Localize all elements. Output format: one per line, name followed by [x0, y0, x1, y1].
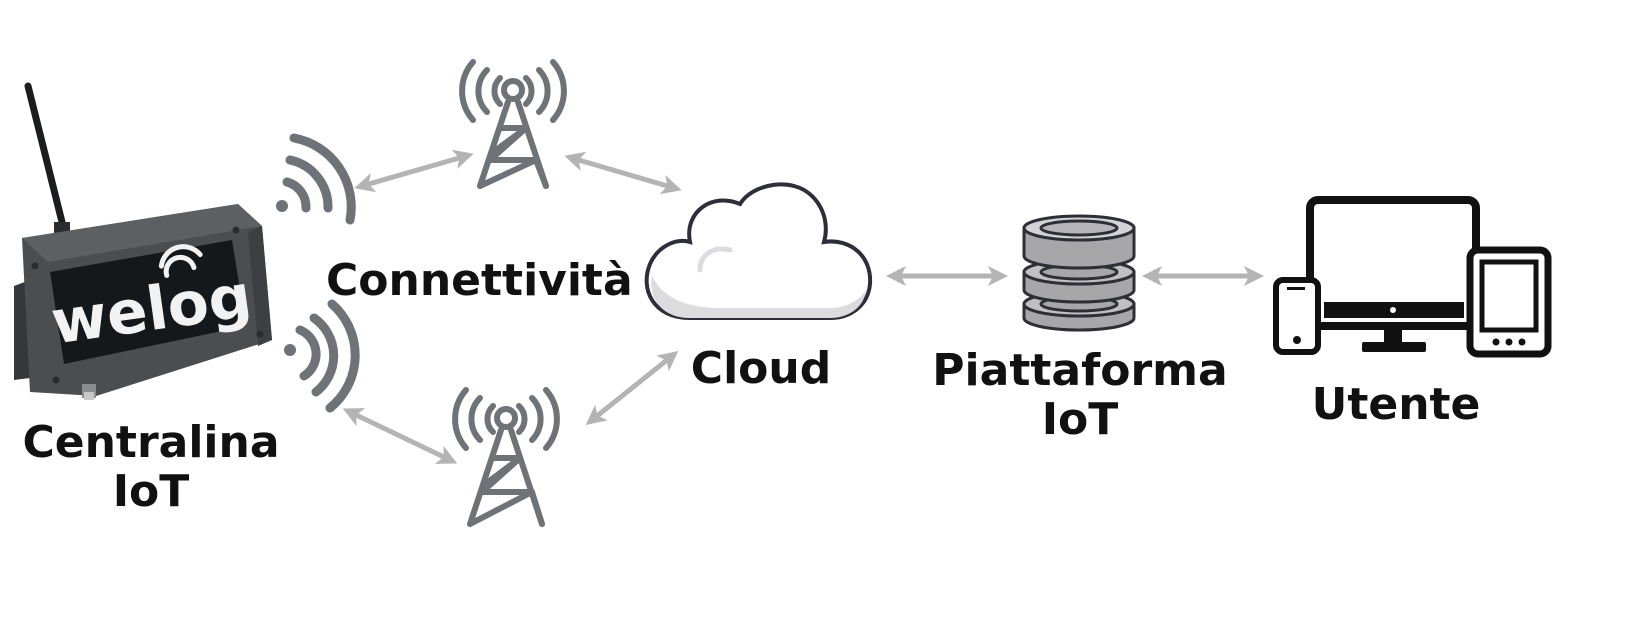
monitor-icon [1306, 196, 1480, 352]
cell-tower-icon-lower [452, 387, 560, 527]
user-devices-icon [1273, 196, 1552, 358]
smartphone-icon [1273, 277, 1321, 355]
database-icon [1022, 214, 1136, 332]
arrow-tower-lower-to-cloud [585, 351, 679, 425]
wifi-signal-icon-upper [276, 133, 356, 225]
label-cloud: Cloud [690, 343, 832, 394]
cell-tower-icon-upper [459, 59, 567, 189]
arrow-wifi-to-tower-upper [354, 149, 474, 193]
cloud-icon [644, 182, 873, 320]
label-connettivita: Connettività [326, 255, 633, 306]
arrow-tower-upper-to-cloud [564, 151, 682, 195]
iot-device-icon: welog [14, 82, 272, 400]
tablet-icon [1466, 246, 1552, 358]
wifi-signal-icon-lower [284, 299, 360, 413]
label-utente: Utente [1311, 379, 1481, 430]
label-centralina-iot: Centralina IoT [22, 417, 280, 518]
arrow-wifi-to-tower-lower [342, 408, 458, 464]
label-piattaforma-iot: Piattaforma IoT [932, 345, 1228, 446]
